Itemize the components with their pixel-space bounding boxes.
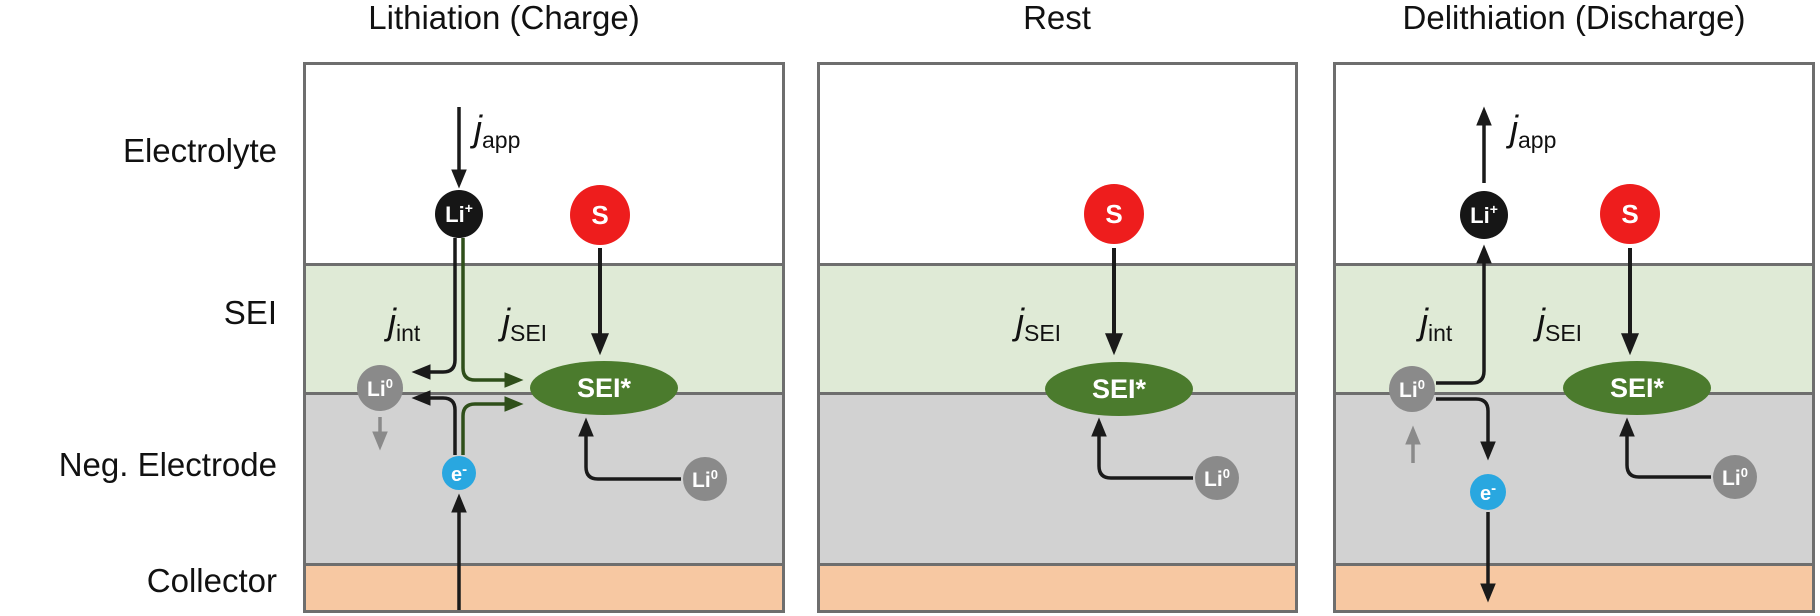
panel-delithiation: Li+ S SEI* Li0 e- Li0 japp jint jSEI bbox=[1333, 62, 1815, 613]
li-metal-to-sei-arrow bbox=[1091, 417, 1193, 480]
j-sei-label: jSEI bbox=[1016, 301, 1062, 346]
panel-lithiation-drawing: Li+ S SEI* Li0 e- Li0 bbox=[357, 107, 727, 610]
sei-layer bbox=[820, 263, 1295, 392]
panel-rest-drawing: S SEI* Li0 bbox=[1045, 184, 1239, 500]
electrolyte-layer bbox=[1336, 65, 1812, 263]
sulfur-label: S bbox=[1621, 199, 1638, 229]
collector-layer bbox=[306, 563, 782, 610]
sei-star-ellipse bbox=[530, 361, 678, 415]
li-metal-circle-bulk bbox=[1195, 456, 1239, 500]
li-stripping-arrow bbox=[1436, 244, 1492, 385]
row-label-collector: Collector bbox=[146, 562, 277, 599]
li-metal-circle-interface bbox=[357, 365, 403, 411]
sulfur-label: S bbox=[591, 200, 608, 230]
panel-title-lithiation: Lithiation (Charge) bbox=[368, 0, 640, 36]
sei-star-label: SEI* bbox=[577, 373, 632, 403]
row-label-neg-electrode: Neg. Electrode bbox=[58, 446, 277, 483]
electron-plating-arrow bbox=[411, 390, 457, 455]
panel-delithiation-drawing: Li+ S SEI* Li0 e- Li0 bbox=[1389, 106, 1757, 603]
li-metal-label: Li0 bbox=[1204, 466, 1230, 491]
arrows bbox=[372, 107, 681, 610]
panel-lithiation: Li+ S SEI* Li0 e- Li0 japp jint jSEI bbox=[303, 62, 785, 613]
j-app-label: japp bbox=[1510, 108, 1557, 153]
sei-star-label: SEI* bbox=[1610, 373, 1665, 403]
li-metal-to-sei-arrow bbox=[1619, 417, 1711, 479]
li-metal-label: Li0 bbox=[1399, 377, 1425, 402]
row-label-sei: SEI bbox=[223, 294, 277, 331]
sulfur-circle bbox=[570, 185, 630, 245]
li-metal-to-sei-arrow bbox=[578, 417, 681, 481]
li-metal-label: Li0 bbox=[692, 467, 718, 492]
row-label-electrolyte: Electrolyte bbox=[122, 132, 277, 169]
panel-title-rest: Rest bbox=[1023, 0, 1091, 36]
sulfur-circle bbox=[1084, 184, 1144, 244]
li-ion-circle bbox=[435, 190, 483, 238]
electron-label: e- bbox=[1480, 480, 1496, 505]
arrows bbox=[1091, 248, 1193, 480]
li-ion-circle bbox=[1460, 191, 1508, 239]
arrows bbox=[1405, 106, 1711, 603]
electron-release-arrow bbox=[1436, 397, 1496, 461]
li-metal-circle-interface bbox=[1389, 366, 1435, 412]
electrolyte-layer bbox=[820, 65, 1295, 263]
collector-layer bbox=[1336, 563, 1812, 610]
panel-title-delithiation: Delithiation (Discharge) bbox=[1402, 0, 1746, 36]
j-int-label: jint bbox=[1420, 301, 1453, 346]
sulfur-circle bbox=[1600, 184, 1660, 244]
li-metal-label: Li0 bbox=[367, 376, 393, 401]
collector-layer bbox=[820, 563, 1295, 610]
panel-rest: S SEI* Li0 jSEI bbox=[817, 62, 1298, 613]
sulfur-label: S bbox=[1105, 199, 1122, 229]
electron-circle bbox=[442, 456, 476, 490]
li-ion-plating-arrow bbox=[411, 238, 457, 380]
sei-star-ellipse bbox=[1045, 362, 1193, 416]
electrolyte-layer bbox=[306, 65, 782, 263]
sei-star-label: SEI* bbox=[1092, 374, 1147, 404]
li-ion-to-sei-arrow bbox=[461, 238, 524, 388]
li-metal-circle-bulk bbox=[1713, 455, 1757, 499]
li-metal-label: Li0 bbox=[1722, 465, 1748, 490]
electron-to-sei-arrow bbox=[461, 396, 524, 455]
li-ion-label: Li+ bbox=[445, 200, 473, 227]
j-int-label: jint bbox=[388, 301, 421, 346]
j-sei-label: jSEI bbox=[502, 301, 548, 346]
electron-circle bbox=[1470, 474, 1506, 510]
sei-star-ellipse bbox=[1563, 361, 1711, 415]
li-metal-circle-bulk bbox=[683, 457, 727, 501]
li-ion-label: Li+ bbox=[1470, 201, 1498, 228]
j-app-label: japp bbox=[474, 108, 521, 153]
electron-label: e- bbox=[451, 461, 467, 486]
j-sei-label: jSEI bbox=[1537, 301, 1583, 346]
